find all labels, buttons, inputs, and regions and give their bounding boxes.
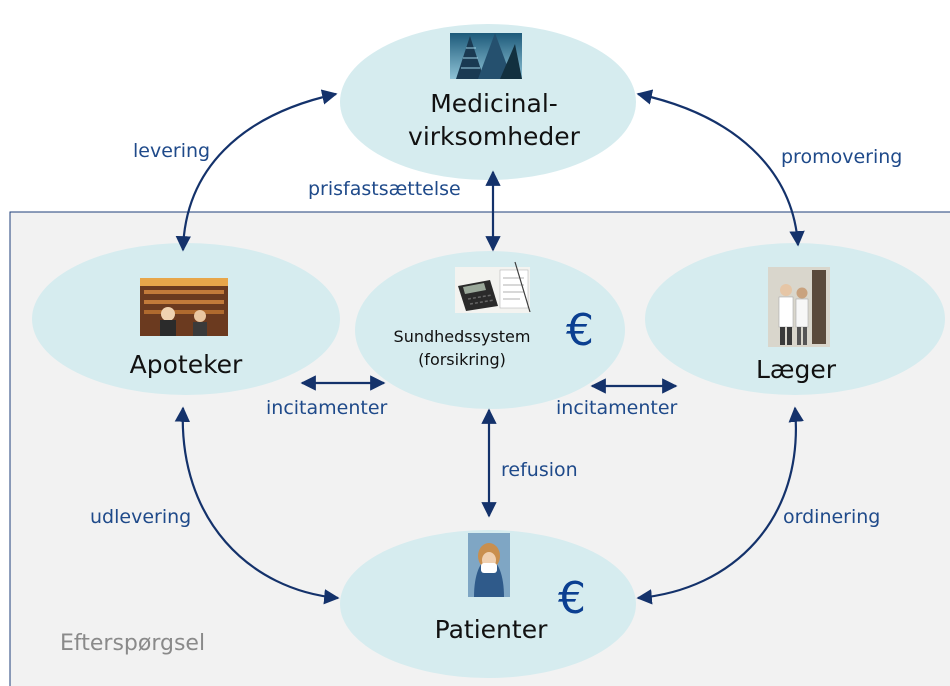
ordinering-label: ordinering	[783, 506, 880, 528]
patient-photo-icon	[468, 533, 510, 597]
calculator-documents-icon	[455, 261, 531, 313]
doctors-label: Læger	[756, 355, 837, 384]
office-building-icon	[450, 33, 522, 79]
incitamenter-right-label: incitamenter	[556, 397, 678, 419]
manufacturers-label-line2: virksomheder	[408, 122, 581, 151]
arrows	[174, 89, 805, 605]
patients-label: Patienter	[435, 615, 548, 644]
ordinering-arrow	[636, 406, 804, 605]
health-system-node	[355, 251, 625, 409]
levering-label: levering	[133, 140, 210, 162]
pharmacy-photo-icon	[140, 278, 228, 336]
udlevering-arrow	[174, 406, 340, 605]
demand-region-label: Efterspørgsel	[60, 631, 205, 656]
health-system-label-line2: (forsikring)	[418, 350, 506, 369]
health-system-euro-symbol: €	[566, 305, 594, 356]
udlevering-label: udlevering	[90, 506, 191, 528]
patients-node	[340, 530, 636, 678]
incitamenter-left-label: incitamenter	[266, 397, 388, 419]
prisfastsaettelse-label: prisfastsættelse	[308, 178, 461, 200]
patients-euro-symbol: €	[558, 573, 586, 624]
manufacturers-label-line1: Medicinal-	[430, 89, 558, 118]
promovering-label: promovering	[781, 146, 902, 168]
levering-arrow	[175, 89, 338, 252]
doctors-photo-icon	[768, 267, 830, 347]
pharmacies-label: Apoteker	[130, 350, 243, 379]
health-system-label-line1: Sundhedssystem	[394, 327, 531, 346]
manufacturers-node	[340, 24, 636, 180]
refusion-label: refusion	[501, 459, 578, 481]
promovering-arrow	[636, 89, 805, 247]
